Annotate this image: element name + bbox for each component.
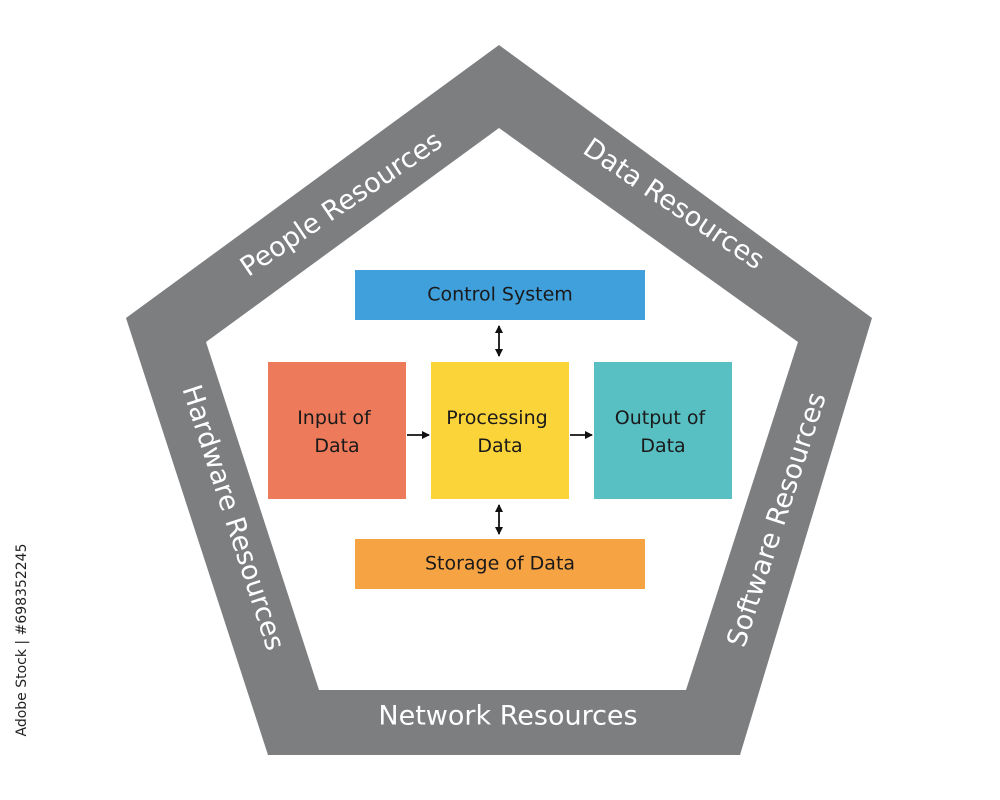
processing-data-label: Processing Data bbox=[446, 407, 554, 457]
people-resources-label: People Resources bbox=[235, 125, 448, 283]
output-of-data-label: Output of Data bbox=[615, 407, 711, 457]
network-resources-label: Network Resources bbox=[378, 701, 637, 732]
processing-data-line-1: Processing bbox=[446, 407, 547, 429]
control-system-box bbox=[355, 270, 645, 320]
processing-data-box bbox=[431, 362, 569, 499]
control-system-label: Control System bbox=[427, 284, 573, 306]
input-of-data-label: Input of Data bbox=[297, 407, 377, 457]
input-of-data-line-2: Data bbox=[314, 435, 359, 457]
input-of-data-line-1: Input of bbox=[297, 407, 372, 429]
output-of-data-line-2: Data bbox=[640, 435, 685, 457]
output-of-data-line-1: Output of bbox=[615, 407, 707, 429]
storage-of-data-box bbox=[355, 539, 645, 589]
processing-data-line-2: Data bbox=[477, 435, 522, 457]
pentagon-frame bbox=[126, 45, 872, 755]
storage-of-data-label: Storage of Data bbox=[425, 553, 575, 575]
output-of-data-box bbox=[594, 362, 732, 499]
stock-id-text: Adobe Stock | #698352245 bbox=[14, 544, 30, 737]
input-of-data-box bbox=[268, 362, 406, 499]
